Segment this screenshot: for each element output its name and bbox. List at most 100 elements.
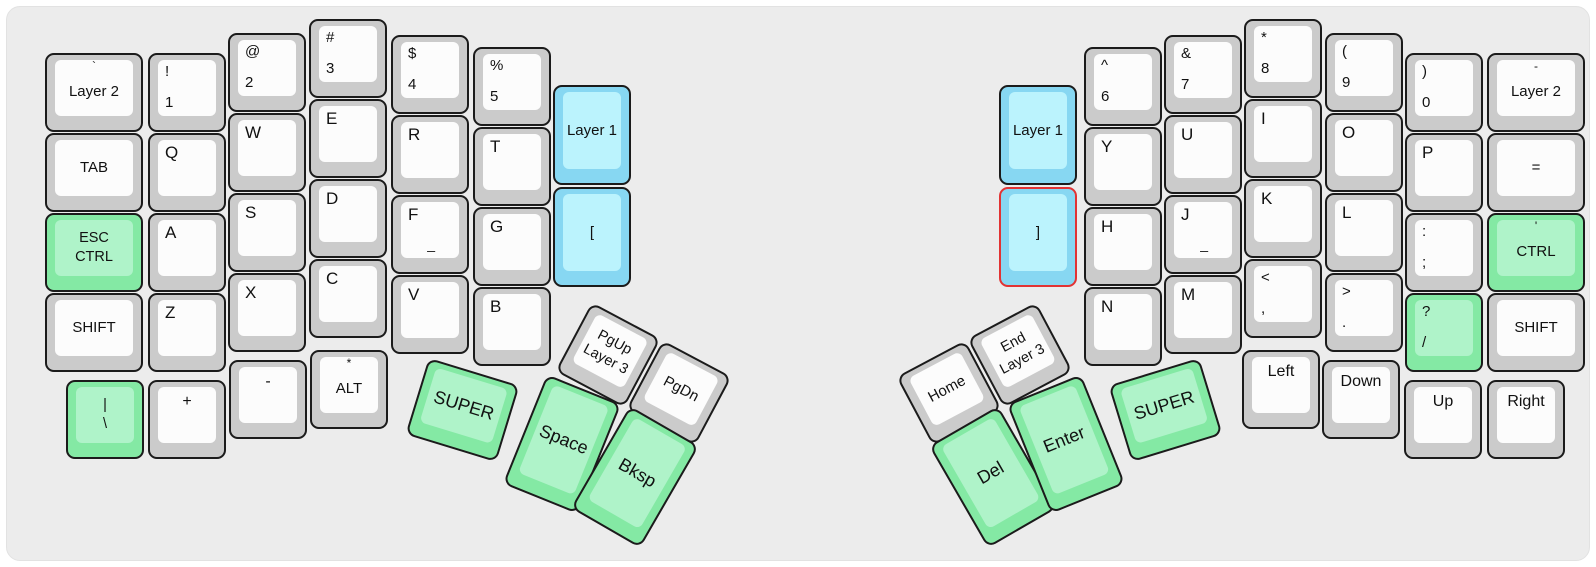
key-legend: Enter — [1040, 421, 1088, 457]
key-e[interactable]: E — [309, 99, 387, 178]
key-o[interactable]: O — [1325, 113, 1403, 192]
key-c[interactable]: C — [309, 259, 387, 338]
key-legend-tap: 8 — [1261, 60, 1270, 77]
key-star-8[interactable]: *8 — [1244, 19, 1322, 98]
key-legend: Y — [1101, 137, 1113, 156]
key-s[interactable]: S — [228, 193, 306, 272]
key-v[interactable]: V — [391, 275, 469, 354]
key-semicolon[interactable]: :; — [1405, 213, 1483, 292]
key-w[interactable]: W — [228, 113, 306, 192]
keycap-surface: + — [158, 387, 216, 443]
key-minus-layer2[interactable]: -Layer 2 — [1487, 53, 1585, 132]
key-n[interactable]: N — [1084, 287, 1162, 366]
key-shift-right[interactable]: SHIFT — [1487, 293, 1585, 372]
key-shift-left[interactable]: SHIFT — [45, 293, 143, 372]
key-z[interactable]: Z — [148, 293, 226, 372]
key-g[interactable]: G — [473, 207, 551, 286]
key-m[interactable]: M — [1164, 275, 1242, 354]
key-legend: TAB — [79, 159, 109, 176]
key-amp-7[interactable]: &7 — [1164, 35, 1242, 114]
key-rbracket[interactable]: ] — [999, 187, 1077, 287]
key-hash-3[interactable]: #3 — [309, 19, 387, 98]
key-legend: O — [1342, 123, 1356, 142]
key-y[interactable]: Y — [1084, 127, 1162, 206]
keycap-surface: )0 — [1415, 60, 1473, 116]
key-b[interactable]: B — [473, 287, 551, 366]
key-legend: H — [1101, 217, 1114, 236]
key-a[interactable]: A — [148, 213, 226, 292]
key-legend-tap: 6 — [1101, 88, 1110, 105]
key-comma[interactable]: <, — [1244, 259, 1322, 338]
key-legend: Up — [1432, 393, 1454, 410]
key-period[interactable]: >. — [1325, 273, 1403, 352]
key-d[interactable]: D — [309, 179, 387, 258]
key-star-alt[interactable]: *ALT — [310, 350, 388, 429]
key-k[interactable]: K — [1244, 179, 1322, 258]
key-legend: P — [1422, 143, 1434, 162]
keycap-surface: G — [483, 214, 541, 270]
key-legend-shifted: ' — [1534, 220, 1538, 233]
key-pipe-backslash[interactable]: |\ — [66, 380, 144, 459]
key-legend-shifted: & — [1181, 45, 1192, 62]
key-plus[interactable]: + — [148, 380, 226, 459]
key-layer1-left[interactable]: Layer 1 — [553, 85, 631, 185]
key-t[interactable]: T — [473, 127, 551, 206]
key-layer1-right[interactable]: Layer 1 — [999, 85, 1077, 185]
keycap-surface: SUPER — [419, 367, 509, 444]
key-minus-left[interactable]: - — [229, 360, 307, 439]
key-dollar-4[interactable]: $4 — [391, 35, 469, 114]
key-x[interactable]: X — [228, 273, 306, 352]
key-legend: CTRL — [1516, 243, 1556, 260]
keycap-surface: SHIFT — [1497, 300, 1575, 356]
key-r[interactable]: R — [391, 115, 469, 194]
key-grave-layer2[interactable]: `Layer 2 — [45, 53, 143, 132]
key-paren-9[interactable]: (9 — [1325, 33, 1403, 112]
key-legend: Home — [924, 371, 969, 406]
key-equals[interactable]: = — [1487, 133, 1585, 212]
key-legend-shifted: ` — [92, 60, 96, 73]
key-i[interactable]: I — [1244, 99, 1322, 178]
keycap-surface: B — [483, 294, 541, 350]
key-paren-0[interactable]: )0 — [1405, 53, 1483, 132]
key-tab[interactable]: TAB — [45, 133, 143, 212]
keycap-surface: S — [238, 200, 296, 256]
key-legend-shifted: * — [346, 357, 352, 370]
key-percent-5[interactable]: %5 — [473, 47, 551, 126]
keycap-surface: Layer 1 — [563, 92, 621, 169]
keycap-surface: &7 — [1174, 42, 1232, 98]
keycap-surface: Right — [1497, 387, 1555, 443]
keycap-surface: ' CTRL — [1497, 220, 1575, 276]
key-super-right[interactable]: SUPER — [1108, 357, 1223, 463]
key-question-slash[interactable]: ?/ — [1405, 293, 1483, 372]
keycap-surface: @2 — [238, 40, 296, 96]
key-legend-shifted: @ — [245, 43, 261, 60]
keycap-surface: Y — [1094, 134, 1152, 190]
key-legend-shifted: - — [1534, 60, 1538, 73]
key-u[interactable]: U — [1164, 115, 1242, 194]
keycap-surface: A — [158, 220, 216, 276]
key-p[interactable]: P — [1405, 133, 1483, 212]
key-legend-tap: . — [1342, 314, 1347, 331]
key-down[interactable]: Down — [1322, 360, 1400, 439]
key-legend: ] — [1035, 223, 1041, 241]
keycap-surface: C — [319, 266, 377, 322]
key-l[interactable]: L — [1325, 193, 1403, 272]
key-legend: F — [408, 205, 419, 224]
key-up[interactable]: Up — [1404, 380, 1482, 459]
key-q[interactable]: Q — [148, 133, 226, 212]
keycap-surface: SUPER — [1119, 367, 1209, 444]
key-left[interactable]: Left — [1242, 350, 1320, 429]
key-super-left[interactable]: SUPER — [405, 357, 520, 463]
key-f[interactable]: F_ — [391, 195, 469, 274]
key-quote-ctrl[interactable]: ' CTRL — [1487, 213, 1585, 292]
key-right[interactable]: Right — [1487, 380, 1565, 459]
key-exclam-1[interactable]: !1 — [148, 53, 226, 132]
key-j[interactable]: J_ — [1164, 195, 1242, 274]
key-caret-6[interactable]: ^6 — [1084, 47, 1162, 126]
key-h[interactable]: H — [1084, 207, 1162, 286]
key-lbracket[interactable]: [ — [553, 187, 631, 287]
keycap-surface: W — [238, 120, 296, 176]
key-at-2[interactable]: @2 — [228, 33, 306, 112]
